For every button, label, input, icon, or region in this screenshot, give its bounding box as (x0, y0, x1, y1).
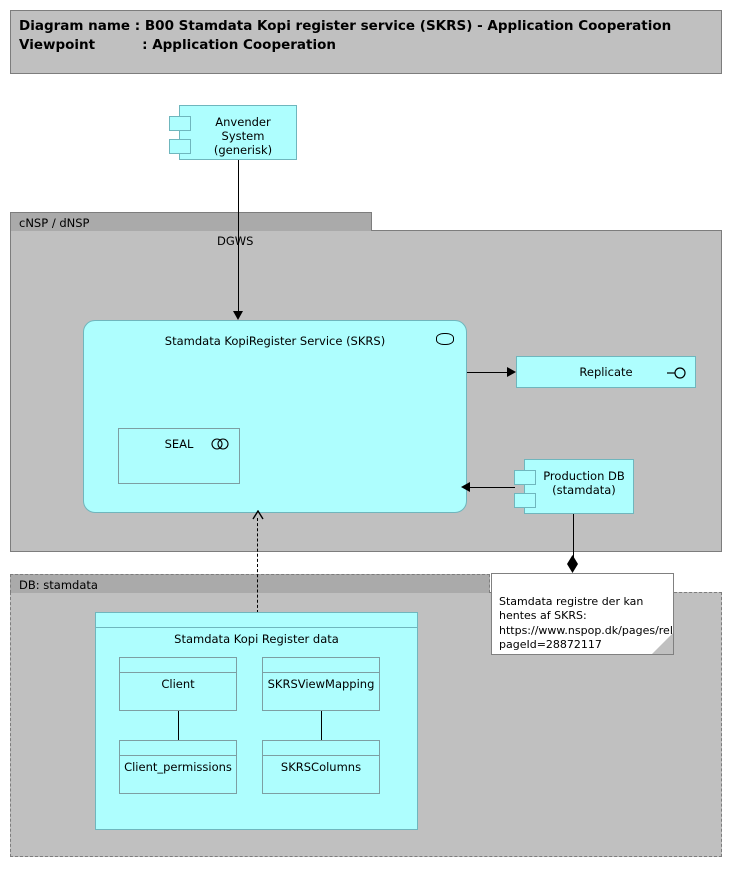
skrs-columns-band (263, 741, 379, 756)
note-text: Stamdata registre der kan hentes af SKRS… (499, 594, 673, 652)
node-client-label: Client (161, 677, 195, 691)
production-db-tab-lower-icon (514, 493, 536, 508)
node-client[interactable]: Client (119, 657, 237, 711)
application-collaboration-icon (211, 438, 229, 450)
application-interface-lollipop-icon (667, 367, 686, 379)
connector-anvender-to-skrs-arrowhead (233, 311, 243, 320)
node-seal[interactable]: SEAL (118, 428, 240, 484)
connector-skrsviewmapping-to-skrscolumns (321, 710, 322, 741)
node-skrs-service-label: Stamdata KopiRegister Service (SKRS) (164, 334, 386, 348)
connector-skrs-to-replicate-arrowhead (507, 367, 516, 377)
connector-skrdata-to-skrs-arrowhead (252, 510, 264, 520)
group-cnsp-dnsp-label: cNSP / dNSP (19, 216, 90, 230)
connector-skrs-to-replicate (467, 372, 510, 373)
skr-data-container-band (96, 613, 417, 628)
connector-skrdata-to-skrs (257, 518, 258, 613)
connector-dgws-label: DGWS (217, 234, 254, 248)
production-db-tab-upper-icon (514, 470, 536, 485)
skrs-view-mapping-band (263, 658, 379, 673)
connector-productiondb-to-skrs (470, 487, 515, 488)
client-band (120, 658, 236, 673)
note-stamdata-registre: Stamdata registre der kan hentes af SKRS… (491, 573, 674, 655)
node-replicate[interactable]: Replicate (516, 356, 696, 388)
connector-client-to-client-permissions (178, 710, 179, 741)
node-skrs-view-mapping-label: SKRSViewMapping (267, 677, 375, 691)
node-anvender-system[interactable]: Anvender System (generisk) (169, 105, 297, 160)
connector-productiondb-to-skrs-arrowhead (461, 482, 470, 492)
diagram-name-line: Diagram name : B00 Stamdata Kopi registe… (19, 18, 672, 34)
component-tab-lower-icon (169, 139, 191, 154)
application-service-oval-icon (436, 333, 454, 345)
connector-productiondb-to-note (573, 514, 574, 561)
node-replicate-label: Replicate (579, 365, 633, 379)
group-cnsp-dnsp-tab: cNSP / dNSP (10, 212, 372, 231)
node-skr-data-container[interactable]: Stamdata Kopi Register data (95, 612, 418, 830)
client-permissions-band (120, 741, 236, 756)
connector-productiondb-to-note-diamond (567, 555, 578, 573)
node-client-permissions-label: Client_permissions (124, 760, 232, 774)
group-db-stamdata-tab: DB: stamdata (10, 574, 490, 593)
node-client-permissions[interactable]: Client_permissions (119, 740, 237, 794)
node-skrs-columns-label: SKRSColumns (280, 760, 362, 774)
node-anvender-system-label: Anvender System (generisk) (213, 115, 273, 157)
viewpoint-line: Viewpoint : Application Cooperation (19, 37, 337, 53)
component-tab-upper-icon (169, 116, 191, 131)
node-skrs-view-mapping[interactable]: SKRSViewMapping (262, 657, 380, 711)
node-skr-data-container-label: Stamdata Kopi Register data (174, 632, 339, 646)
node-production-db-label: Production DB (stamdata) (543, 469, 625, 497)
connector-anvender-to-skrs (238, 160, 239, 312)
node-production-db[interactable]: Production DB (stamdata) (514, 459, 634, 514)
node-skrs-service[interactable]: Stamdata KopiRegister Service (SKRS) (83, 320, 467, 513)
node-skrs-columns[interactable]: SKRSColumns (262, 740, 380, 794)
diagram-title-block: Diagram name : B00 Stamdata Kopi registe… (10, 10, 722, 74)
group-db-stamdata-label: DB: stamdata (19, 578, 98, 592)
node-seal-label: SEAL (164, 437, 194, 451)
